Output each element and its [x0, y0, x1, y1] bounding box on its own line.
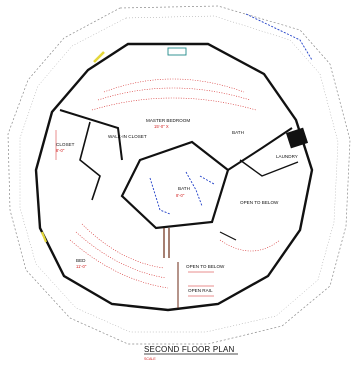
room-dimension: 11'-0" [76, 264, 87, 269]
dimension-arc [219, 239, 281, 252]
room-label: OPEN TO BELOW [240, 200, 279, 205]
room-label: BATH [178, 186, 190, 191]
partition-wall [219, 231, 237, 241]
dimension-arc [91, 97, 257, 111]
room-label: BED [76, 258, 86, 263]
plumbing-line [245, 13, 313, 61]
stair-core [120, 140, 230, 230]
railing [167, 47, 187, 56]
room-label: OPEN RAIL [188, 288, 213, 293]
plumbing-line [199, 175, 215, 185]
partition-wall [59, 109, 123, 161]
partition-wall [79, 121, 101, 201]
room-label: OPEN TO BELOW [186, 264, 225, 269]
chimney-block [285, 127, 309, 149]
dimension-arc [81, 223, 165, 269]
exterior-walls [34, 42, 314, 312]
accent-mark [93, 51, 105, 63]
drawing-title: SECOND FLOOR PLAN [144, 345, 235, 354]
dimension-arc [97, 87, 251, 101]
partition-wall [227, 127, 293, 171]
partition-wall [239, 159, 299, 177]
room-label: BATH [232, 130, 244, 135]
room-dimension: 8'-0" [176, 193, 185, 198]
plumbing-line [185, 171, 203, 207]
dimension-arc [75, 231, 167, 279]
dimension-arc [103, 78, 245, 93]
plumbing-line [149, 177, 171, 215]
room-label: LAUNDRY [276, 154, 298, 159]
deck-inner-outline [19, 15, 339, 333]
room-label: CLOSET [56, 142, 75, 147]
room-label: WALK-IN CLOSET [108, 134, 147, 139]
room-dimension: 8'-0" [56, 148, 65, 153]
room-dimension: 15'-0" X [154, 124, 169, 129]
deck-outline [7, 5, 351, 345]
accent-mark [40, 231, 48, 243]
drawing-scale: SCALE [144, 357, 156, 361]
room-label: MASTER BEDROOM [146, 118, 190, 123]
